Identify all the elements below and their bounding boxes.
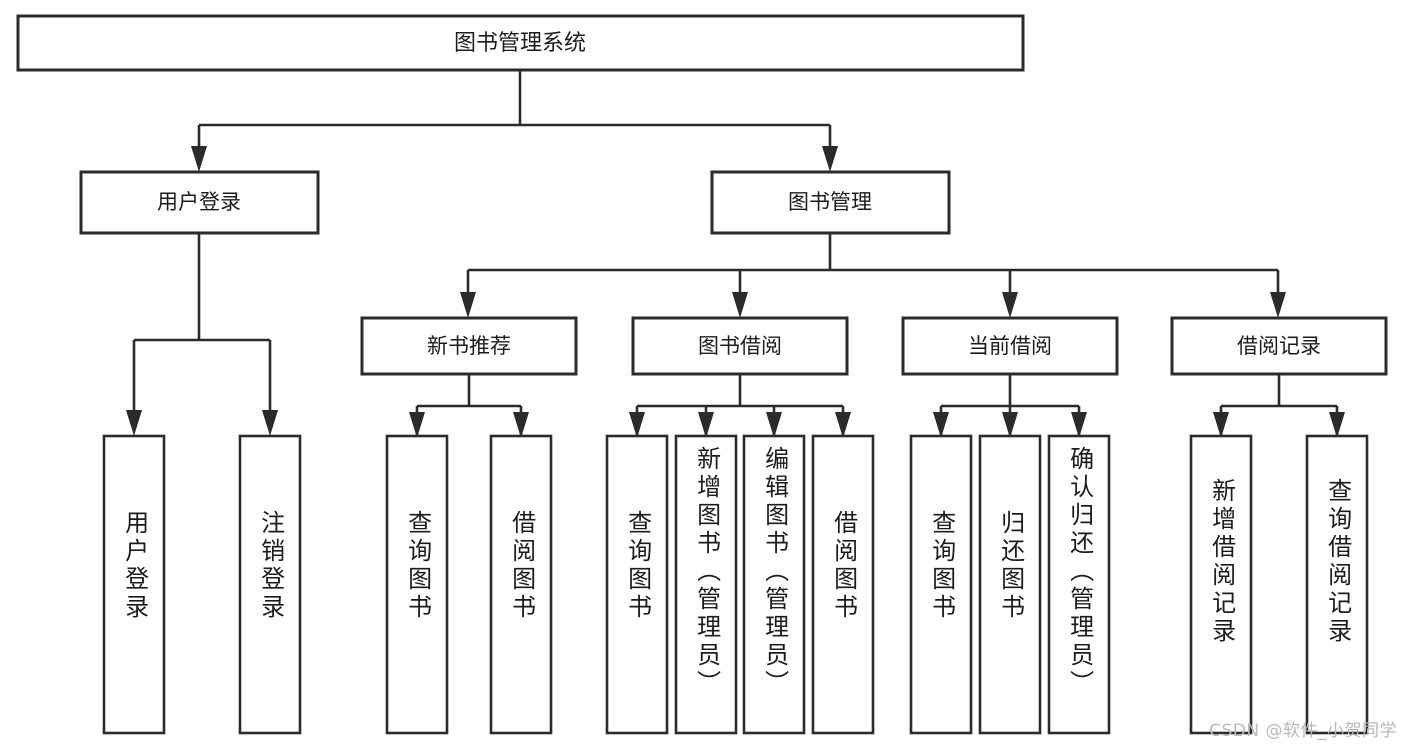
leaf-box-query-book-2[interactable] — [605, 434, 669, 735]
node-current-borrow[interactable]: 当前借阅 — [901, 316, 1119, 376]
node-new-book-recommend[interactable]: 新书推荐 — [360, 316, 578, 376]
book-borrow-label: 图书借阅 — [698, 334, 782, 358]
root-box[interactable] — [16, 14, 1025, 72]
leaf-box-return-book[interactable] — [978, 434, 1042, 735]
borrow-record-label: 借阅记录 — [1237, 334, 1321, 358]
root-label: 图书管理系统 — [454, 31, 586, 56]
node-user-login[interactable]: 用户登录 — [79, 170, 320, 235]
leaf-box-edit-book[interactable] — [742, 434, 806, 735]
new-book-recommend-label: 新书推荐 — [427, 334, 511, 358]
leaf-box-query-book-1[interactable] — [385, 434, 449, 735]
watermark: CSDN @软件_小贺同学 — [1209, 721, 1397, 741]
leaf-box-borrow-book-1[interactable] — [489, 434, 553, 735]
leaf-box-confirm-return[interactable] — [1047, 434, 1111, 735]
node-book-management[interactable]: 图书管理 — [710, 170, 951, 235]
connector-user-login-to-leaves — [126, 233, 278, 436]
leaf-box-user-login[interactable] — [102, 434, 166, 735]
user-login-label: 用户登录 — [157, 190, 241, 214]
node-book-borrow[interactable]: 图书借阅 — [631, 316, 849, 376]
leaf-box-logout[interactable] — [238, 434, 302, 735]
leaf-box-borrow-book-2[interactable] — [811, 434, 875, 735]
leaf-box-add-record[interactable] — [1189, 434, 1253, 735]
new-book-recommend-box[interactable] — [360, 316, 578, 376]
leaf-box-query-book-3[interactable] — [909, 434, 973, 735]
node-borrow-record[interactable]: 借阅记录 — [1170, 316, 1388, 376]
current-borrow-box[interactable] — [901, 316, 1119, 376]
connector-book-borrow-to-leaves — [629, 374, 851, 440]
user-login-box[interactable] — [79, 170, 320, 235]
node-root[interactable]: 图书管理系统 — [16, 14, 1025, 72]
connector-borrow-record-to-leaves — [1213, 374, 1345, 440]
leaf-box-add-book[interactable] — [674, 434, 738, 735]
connector-current-borrow-to-leaves — [933, 374, 1087, 440]
connector-new-book-recommend-to-leaves — [409, 374, 529, 440]
current-borrow-label: 当前借阅 — [968, 334, 1052, 358]
book-management-label: 图书管理 — [788, 190, 872, 214]
connector-root-to-level1 — [191, 70, 838, 172]
leaf-box-query-record[interactable] — [1305, 434, 1369, 735]
connector-book-management-to-level2 — [460, 233, 1286, 318]
